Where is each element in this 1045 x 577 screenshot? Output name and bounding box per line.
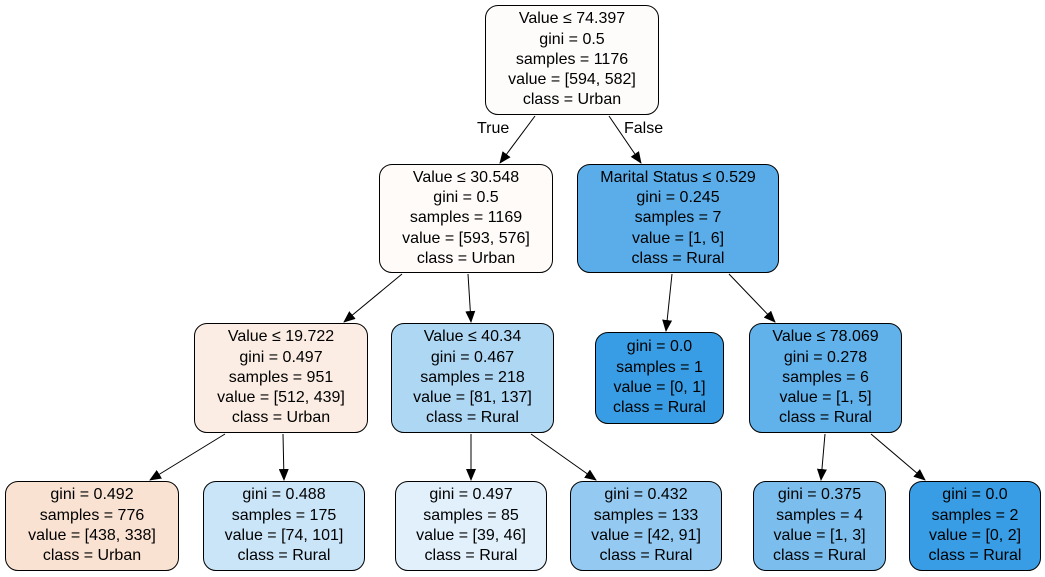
tree-node-n0: Value ≤ 74.397 gini = 0.5 samples = 1176 va… [485, 5, 659, 115]
node-text-line: class = Rural [424, 547, 518, 565]
node-text-line: samples = 175 [231, 506, 337, 524]
tree-node-n1: Value ≤ 30.548 gini = 0.5 samples = 1169 va… [379, 164, 553, 273]
edge-n3-n7 [149, 433, 226, 481]
node-text-line: Value ≤ 30.548 [412, 168, 520, 186]
tree-node-n9: gini = 0.497 samples = 85 value = [39, 46]… [395, 481, 547, 571]
node-text-line: value = [593, 576] [402, 229, 530, 247]
node-text-line: samples = 1 [616, 358, 703, 376]
node-text-line: gini = 0.278 [783, 348, 868, 366]
edge-label-false: False [624, 120, 664, 137]
node-text-line: gini = 0.432 [604, 486, 688, 504]
node-text-line: value = [1, 3] [773, 527, 866, 544]
edge-n4-n10 [530, 433, 597, 481]
node-text-line: Value ≤ 19.722 [227, 328, 335, 346]
node-text-line: value = [0, 2] [928, 527, 1022, 544]
node-text-line: samples = 4 [776, 506, 863, 524]
node-text-line: class = Rural [773, 547, 866, 565]
node-text-line: samples = 2 [931, 506, 1019, 524]
tree-node-n8: gini = 0.488 samples = 175 value = [74, 10… [203, 481, 365, 571]
node-text-line: class = Rural [237, 547, 331, 565]
node-text-line: samples = 1169 [409, 209, 523, 227]
node-text-line: value = [81, 137] [413, 389, 532, 407]
node-text-line: gini = 0.467 [430, 348, 515, 366]
edge-n1-n3 [343, 273, 403, 323]
tree-node-n6: Value ≤ 78.069 gini = 0.278 samples = 6 val… [749, 323, 902, 433]
tree-node-n2: Marital Status ≤ 0.529 gini = 0.245 sample… [577, 164, 779, 273]
node-text-line: gini = 0.497 [239, 348, 323, 366]
edge-n2-n6 [728, 273, 776, 323]
tree-node-n10: gini = 0.432 samples = 133 value = [42, 91… [570, 481, 722, 571]
node-text-line: samples = 7 [634, 209, 722, 227]
tree-node-n3: Value ≤ 19.722 gini = 0.497 samples = 951 v… [194, 323, 368, 433]
node-text-line: gini = 0.5 [539, 30, 605, 48]
node-text-line: gini = 0.375 [777, 486, 862, 504]
tree-node-n12: gini = 0.0 samples = 2 value = [0, 2] class… [909, 481, 1041, 571]
edge-n1-n4 [465, 273, 476, 323]
node-text-line: value = [1, 6] [631, 229, 725, 247]
node-text-line: Value ≤ 78.069 [772, 328, 879, 346]
edge-n6-n12 [870, 433, 926, 481]
node-text-line: value = [42, 91] [591, 527, 701, 544]
node-text-line: gini = 0.0 [942, 486, 1008, 504]
node-text-line: value = [39, 46] [416, 527, 526, 544]
node-text-line: class = Rural [599, 547, 693, 565]
node-text-line: value = [594, 582] [508, 71, 636, 89]
edge-n2-n5 [662, 273, 673, 332]
node-text-line: class = Urban [522, 91, 622, 109]
edge-label-true: True [477, 120, 510, 137]
edge-n3-n8 [278, 433, 289, 481]
node-text-line: value = [1, 5] [779, 389, 872, 407]
node-text-line: class = Rural [928, 547, 1022, 565]
node-text-line: gini = 0.492 [50, 486, 134, 504]
edge-n0-n2 [608, 115, 642, 164]
node-text-line: class = Urban [416, 249, 516, 267]
node-text-line: gini = 0.0 [626, 338, 693, 356]
tree-node-n11: gini = 0.375 samples = 4 value = [1, 3] cla… [753, 481, 886, 571]
node-text-line: samples = 1176 [515, 50, 629, 68]
node-text-line: value = [74, 101] [224, 527, 344, 544]
node-text-line: gini = 0.245 [636, 189, 720, 207]
node-text-line: class = Rural [613, 399, 706, 417]
node-text-line: samples = 133 [593, 506, 699, 524]
node-text-line: class = Rural [779, 409, 872, 427]
edge-n0-n1 [499, 115, 536, 164]
edge-n6-n11 [816, 433, 827, 481]
node-text-line: gini = 0.497 [429, 486, 513, 504]
node-text-line: Value ≤ 74.397 [518, 10, 626, 28]
node-text-line: samples = 218 [420, 368, 525, 386]
node-text-line: value = [512, 439] [217, 389, 345, 407]
node-text-line: Marital Status ≤ 0.529 [600, 168, 756, 186]
tree-node-n5: gini = 0.0 samples = 1 value = [0, 1] class… [595, 332, 724, 424]
node-text-line: samples = 776 [39, 506, 145, 524]
node-text-line: class = Urban [42, 547, 142, 565]
node-text-line: class = Rural [631, 249, 725, 267]
node-text-line: samples = 85 [423, 506, 519, 524]
node-text-line: value = [438, 338] [28, 527, 156, 544]
node-text-line: samples = 6 [782, 368, 869, 386]
node-text-line: class = Rural [426, 409, 519, 427]
tree-node-n7: gini = 0.492 samples = 776 value = [438, 3… [5, 481, 179, 571]
node-text-line: samples = 951 [228, 368, 334, 386]
node-text-line: class = Urban [231, 409, 331, 427]
node-text-line: value = [0, 1] [613, 379, 706, 396]
tree-node-n4: Value ≤ 40.34 gini = 0.467 samples = 218 va… [391, 323, 554, 433]
node-text-line: gini = 0.488 [242, 486, 326, 504]
node-text-line: Value ≤ 40.34 [423, 328, 522, 346]
node-text-line: gini = 0.5 [433, 189, 499, 207]
